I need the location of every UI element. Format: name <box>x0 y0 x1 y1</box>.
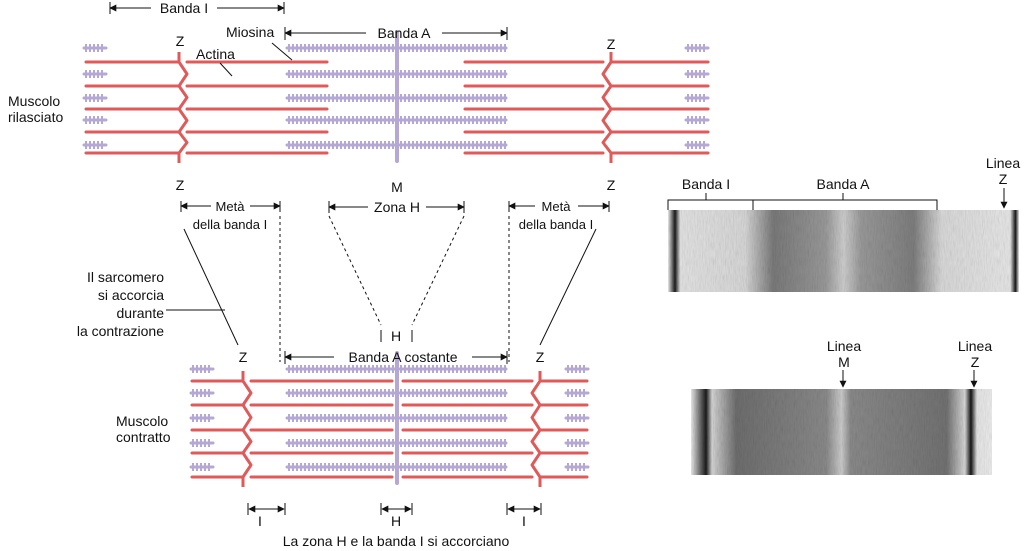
myosin-filament-4-heads <box>288 116 506 124</box>
relaxed-label-line1: Muscolo <box>8 93 60 109</box>
sarcomere-line3: durante <box>117 305 165 321</box>
sarcomere-line2: si accorcia <box>98 287 164 303</box>
micrograph-contracted: Linea M Linea Z <box>691 338 992 475</box>
myosin-stub-right-1-heads <box>567 365 585 373</box>
z-label-relaxed-left-top: Z <box>176 33 185 49</box>
micrograph-contracted-texture <box>691 389 992 475</box>
actin-label: Actina <box>196 46 235 62</box>
myosin-stub-left-2-heads <box>85 70 103 78</box>
micro-linea-z-line2: Z <box>999 171 1008 187</box>
myosin-filament-1-heads <box>288 44 506 52</box>
contracted-label-line2: contratto <box>116 429 171 445</box>
myosin-stub-left-5-heads <box>192 463 210 471</box>
micro-banda-a-bracket <box>752 199 938 210</box>
micro-linea-z-line1: Linea <box>986 155 1020 171</box>
myosin-filament-5-heads <box>288 141 506 149</box>
dash-h-left <box>328 215 382 326</box>
sarcomere-line4: la contrazione <box>77 323 164 339</box>
myosin-filament-5-heads <box>288 463 506 471</box>
relaxed-banda-a-label: Banda A <box>378 25 432 41</box>
z-label-contracted-right: Z <box>536 349 545 365</box>
myosin-filament-4-heads <box>288 439 506 447</box>
dash-h-right <box>411 215 465 326</box>
z-label-relaxed-right-bottom: Z <box>607 177 616 193</box>
i-right-label: I <box>522 513 526 529</box>
relaxed-muscle-diagram: Muscolo rilasciato Banda I Banda A Miosi… <box>8 0 710 195</box>
myosin-stub-left-2-heads <box>192 389 210 397</box>
middle-annotations: Metà della banda I Zona H Metà della ban… <box>77 199 610 362</box>
micrograph-relaxed-texture <box>668 210 1019 292</box>
myosin-stub-left-3-heads <box>192 414 210 422</box>
myosin-stub-right-5-heads <box>567 463 585 471</box>
m-line-label: M <box>391 179 403 195</box>
relaxed-banda-i-label: Banda I <box>160 0 208 16</box>
actin-leader-line <box>219 62 233 77</box>
micro-linea-m-line1: Linea <box>827 338 861 354</box>
contracted-label-line1: Muscolo <box>116 413 168 429</box>
myosin-stub-right-2-heads <box>687 70 705 78</box>
zone-h-label: Zona H <box>374 199 420 215</box>
shorten-line-left <box>183 228 239 346</box>
micro-banda-i-label: Banda I <box>682 176 730 192</box>
sarcomere-line1: Il sarcomero <box>87 269 164 285</box>
half-i-left-line2: della banda I <box>193 217 267 232</box>
h-bottom-label: H <box>391 513 401 529</box>
micrograph-relaxed: Banda I Banda A Linea Z <box>667 155 1020 292</box>
relaxed-label-line2: rilasciato <box>8 109 63 125</box>
myosin-stub-right-3-heads <box>567 414 585 422</box>
z-disc-right <box>601 52 613 163</box>
micro2-linea-z-line1: Linea <box>958 338 992 354</box>
myosin-filament-2-heads <box>288 70 506 78</box>
z-label-relaxed-left-bottom: Z <box>176 177 185 193</box>
z-disc-left <box>241 371 253 487</box>
half-i-right-line2: della banda I <box>519 217 593 232</box>
half-i-left-line1: Metà <box>216 199 246 214</box>
myosin-stub-right-4-heads <box>687 116 705 124</box>
h-small-label: H <box>391 328 401 344</box>
myosin-stub-left-3-heads <box>85 94 103 102</box>
micro2-linea-z-line2: Z <box>971 354 980 370</box>
z-disc-left <box>177 52 189 163</box>
myosin-stub-left-1-heads <box>192 365 210 373</box>
i-left-label: I <box>258 513 262 529</box>
half-i-right-line1: Metà <box>542 199 572 214</box>
myosin-filament-1-heads <box>288 365 506 373</box>
myosin-stub-right-4-heads <box>567 439 585 447</box>
myosin-leader-line <box>271 42 293 61</box>
micro-linea-m-line2: M <box>838 354 850 370</box>
micro-banda-i-bracket <box>667 199 754 210</box>
myosin-stub-right-3-heads <box>687 94 705 102</box>
shorten-line-right <box>539 228 597 346</box>
myosin-stub-left-4-heads <box>192 439 210 447</box>
myosin-stub-left-4-heads <box>85 116 103 124</box>
z-disc-right <box>530 371 542 487</box>
myosin-stub-right-1-heads <box>687 44 705 52</box>
myosin-stub-right-5-heads <box>687 141 705 149</box>
myosin-filament-3-heads <box>288 414 506 422</box>
z-label-contracted-left: Z <box>239 349 248 365</box>
myosin-label: Miosina <box>226 24 274 40</box>
micro-banda-a-label: Banda A <box>817 176 871 192</box>
contracted-muscle-diagram: Muscolo contratto Banda A costante Z Z I… <box>116 349 590 549</box>
myosin-stub-left-1-heads <box>85 44 103 52</box>
myosin-filament-2-heads <box>288 389 506 397</box>
myosin-filament-3-heads <box>288 94 506 102</box>
myosin-stub-left-5-heads <box>85 141 103 149</box>
myosin-stub-right-2-heads <box>567 389 585 397</box>
contracted-caption: La zona H e la banda I si accorciano <box>283 533 510 549</box>
contracted-banda-a-label: Banda A costante <box>349 349 458 365</box>
z-label-relaxed-right-top: Z <box>607 36 616 52</box>
